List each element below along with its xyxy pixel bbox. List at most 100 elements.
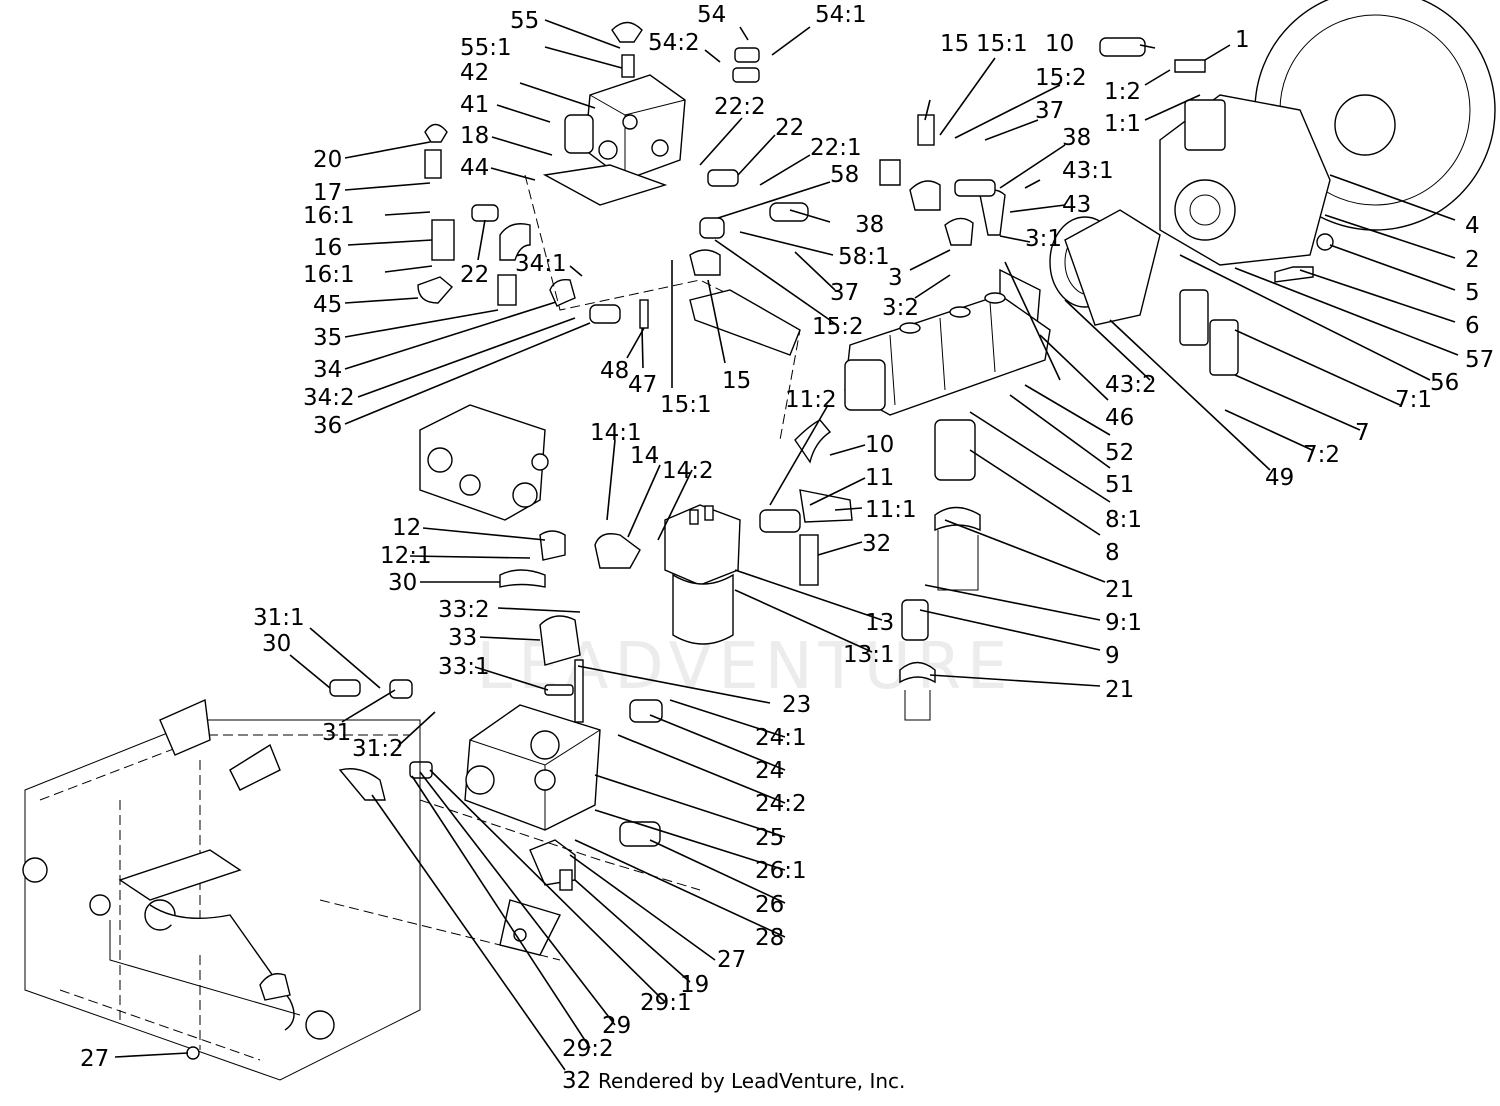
callout-48: 48	[600, 358, 629, 384]
callout-54-2: 54:2	[648, 30, 700, 56]
callout-29: 29	[602, 1013, 631, 1039]
callout-7: 7	[1355, 420, 1370, 446]
callout-43: 43	[1062, 192, 1091, 218]
callout-37-mid: 37	[830, 280, 859, 306]
callout-41: 41	[460, 92, 489, 118]
callout-24: 24	[755, 758, 784, 784]
callout-21-b: 21	[1105, 677, 1134, 703]
callout-13: 13	[865, 610, 894, 636]
callout-34: 34	[313, 357, 342, 383]
callout-56: 56	[1430, 370, 1459, 396]
callout-31: 31	[322, 720, 351, 746]
callout-38-top: 38	[1062, 125, 1091, 151]
callout-9-1: 9:1	[1105, 610, 1142, 636]
callout-13-1: 13:1	[843, 642, 895, 668]
callout-27-right: 27	[717, 947, 746, 973]
callout-16: 16	[313, 235, 342, 261]
callout-36: 36	[313, 413, 342, 439]
callout-2: 2	[1465, 247, 1480, 273]
callout-45: 45	[313, 292, 342, 318]
callout-33-1: 33:1	[438, 654, 490, 680]
callout-22: 22	[775, 115, 804, 141]
callout-12: 12	[392, 515, 421, 541]
callout-31-1: 31:1	[253, 605, 305, 631]
callout-24-2: 24:2	[755, 791, 807, 817]
callout-35: 35	[313, 325, 342, 351]
callout-34-1: 34:1	[515, 251, 567, 277]
callout-16-1-a: 16:1	[303, 203, 355, 229]
callout-5: 5	[1465, 280, 1480, 306]
callout-7-1: 7:1	[1395, 387, 1432, 413]
callout-31-2: 31:2	[352, 736, 404, 762]
callout-51: 51	[1105, 472, 1134, 498]
callout-38-mid: 38	[855, 212, 884, 238]
callout-12-1: 12:1	[380, 543, 432, 569]
callout-22-1: 22:1	[810, 135, 862, 161]
callout-43-2: 43:2	[1105, 372, 1157, 398]
callout-32-bottom: 32	[562, 1068, 591, 1094]
callout-42: 42	[460, 60, 489, 86]
callout-18: 18	[460, 123, 489, 149]
callout-1: 1	[1235, 27, 1250, 53]
callout-19: 19	[680, 972, 709, 998]
callout-43-1: 43:1	[1062, 158, 1114, 184]
callout-22-2: 22:2	[714, 94, 766, 120]
callout-54-1: 54:1	[815, 2, 867, 28]
callout-25: 25	[755, 825, 784, 851]
callout-27-left: 27	[80, 1046, 109, 1072]
callout-8: 8	[1105, 540, 1120, 566]
callout-4: 4	[1465, 213, 1480, 239]
callout-17: 17	[313, 180, 342, 206]
callout-15-mid: 15	[722, 368, 751, 394]
callout-58-1: 58:1	[838, 244, 890, 270]
callout-15-top: 15	[940, 31, 969, 57]
callout-15-2-mid: 15:2	[812, 314, 864, 340]
callout-26-1: 26:1	[755, 858, 807, 884]
callout-16-1-b: 16:1	[303, 262, 355, 288]
callout-47: 47	[628, 372, 657, 398]
part-drawings	[22, 0, 1496, 1081]
callout-14-1: 14:1	[590, 420, 642, 446]
callout-15-1-mid: 15:1	[660, 392, 712, 418]
callout-26: 26	[755, 892, 784, 918]
leader-lines	[114, 19, 1459, 1071]
callout-22-left: 22	[460, 262, 489, 288]
callout-28: 28	[755, 925, 784, 951]
callout-49: 49	[1265, 465, 1294, 491]
callout-54: 54	[697, 2, 726, 28]
callout-55: 55	[510, 8, 539, 34]
callout-1-1: 1:1	[1104, 111, 1141, 137]
callout-labels: 1 1:1 1:2 2 3 3:1 3:2 4 5 6 7 7:1 7:2 8 …	[80, 2, 1494, 1094]
callout-37-top: 37	[1035, 98, 1064, 124]
callout-3: 3	[888, 265, 903, 291]
callout-33: 33	[448, 625, 477, 651]
callout-32-mid: 32	[862, 531, 891, 557]
callout-7-2: 7:2	[1303, 442, 1340, 468]
callout-29-2: 29:2	[562, 1036, 614, 1062]
callout-58: 58	[830, 162, 859, 188]
callout-8-1: 8:1	[1105, 507, 1142, 533]
callout-15-2-top: 15:2	[1035, 65, 1087, 91]
callout-46: 46	[1105, 405, 1134, 431]
callout-3-1: 3:1	[1025, 226, 1062, 252]
callout-10-top: 10	[1045, 31, 1074, 57]
callout-15-1-top: 15:1	[976, 31, 1028, 57]
callout-3-2: 3:2	[882, 295, 919, 321]
callout-52: 52	[1105, 440, 1134, 466]
callout-1-2: 1:2	[1104, 79, 1141, 105]
callout-20: 20	[313, 147, 342, 173]
callout-33-2: 33:2	[438, 597, 490, 623]
callout-21-a: 21	[1105, 577, 1134, 603]
callout-30-left: 30	[262, 631, 291, 657]
callout-24-1: 24:1	[755, 725, 807, 751]
callout-55-1: 55:1	[460, 35, 512, 61]
callout-30: 30	[388, 570, 417, 596]
callout-11-2: 11:2	[785, 387, 837, 413]
callout-14: 14	[630, 443, 659, 469]
callout-29-1: 29:1	[640, 990, 692, 1016]
callout-44: 44	[460, 155, 489, 181]
footer-credit: Rendered by LeadVenture, Inc.	[598, 1069, 905, 1093]
callout-11-1: 11:1	[865, 497, 917, 523]
